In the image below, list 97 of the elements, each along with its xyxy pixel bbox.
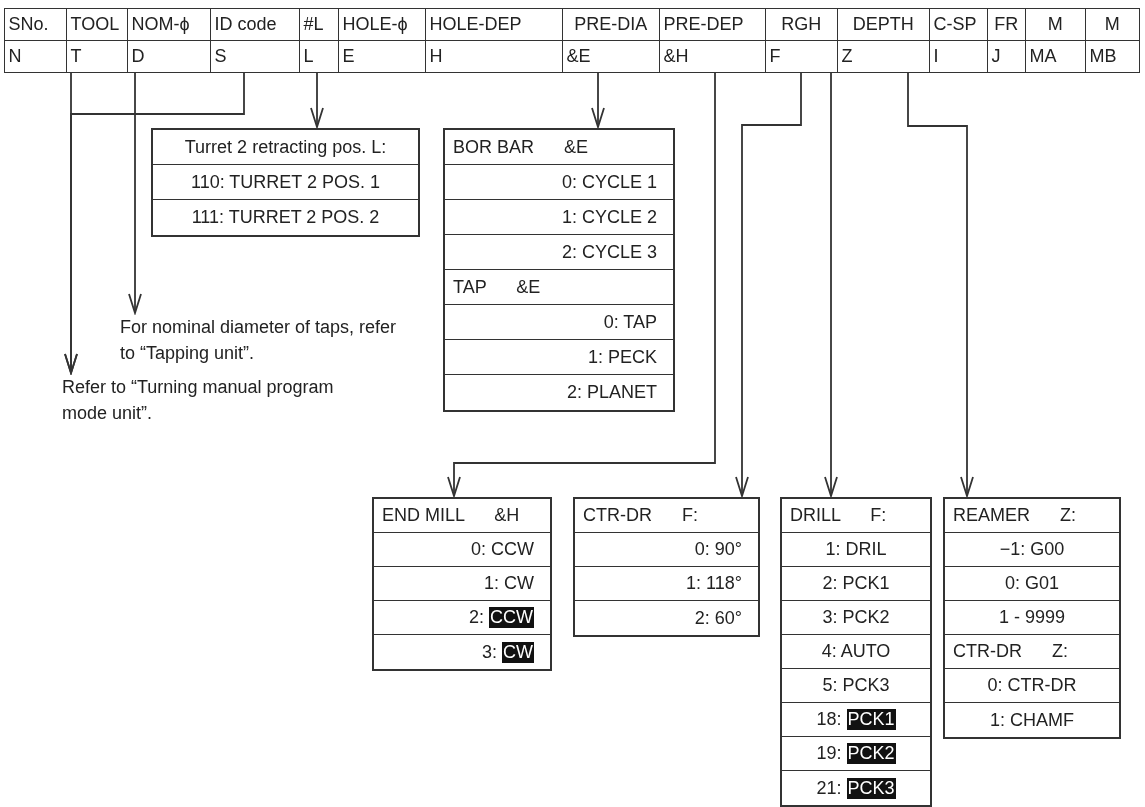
- option-table: [943, 497, 1121, 739]
- address-code: N: [7, 44, 23, 68]
- address-code: MB: [1088, 44, 1118, 68]
- option-table: [780, 497, 932, 807]
- option-row-text: 21: PCK3: [815, 776, 897, 801]
- header-column: [126, 8, 211, 73]
- column-heading: RGH: [765, 9, 837, 41]
- header-column: [209, 8, 300, 73]
- option-row-text: 1: CHAMF: [989, 708, 1075, 732]
- option-row-text: 2: PLANET: [565, 381, 658, 404]
- option-row: 0: CYCLE 1: [445, 165, 673, 200]
- address-code: F: [768, 44, 782, 68]
- column-heading: M: [1085, 9, 1139, 41]
- column-heading: HOLE-ϕ: [338, 9, 425, 41]
- column-heading: DEPTH: [837, 9, 929, 41]
- arrow: [310, 72, 324, 128]
- address-code: S: [213, 44, 228, 68]
- table-heading: END MILL &H: [374, 499, 550, 533]
- header-column: [3, 8, 67, 73]
- note-text: For nominal diameter of taps, refer to “Tapping unit”.: [120, 314, 410, 366]
- column-heading: ID code: [210, 9, 299, 41]
- header-column: [764, 8, 838, 73]
- header-column: [1084, 8, 1140, 73]
- column-heading: TOOL: [66, 9, 127, 41]
- address-code: T: [69, 44, 83, 68]
- option-row: 1: 118°: [575, 567, 758, 601]
- address-code: H: [428, 44, 444, 68]
- option-row: 1 - 9999: [945, 601, 1119, 635]
- column-heading: #L: [299, 9, 338, 41]
- table-heading: CTR-DR F:: [575, 499, 758, 533]
- option-table: [443, 128, 675, 412]
- address-code: I: [932, 44, 940, 68]
- option-row: 5: PCK3: [782, 669, 930, 703]
- address-code: Z: [840, 44, 854, 68]
- option-row-text: 3: CW: [481, 640, 535, 665]
- header-column: [658, 8, 766, 73]
- column-heading: HOLE-DEP: [425, 9, 562, 41]
- header-column: [65, 8, 128, 73]
- option-table: [151, 128, 420, 237]
- arrow: [64, 72, 245, 374]
- table-heading: TAP &E: [445, 270, 673, 305]
- option-row-text: 2: 60°: [693, 606, 743, 630]
- header-column: [1024, 8, 1086, 73]
- option-table: [372, 497, 552, 671]
- column-heading: C-SP: [929, 9, 987, 41]
- option-row: Turret 2 retracting pos. L:: [153, 130, 418, 165]
- header-column: [836, 8, 930, 73]
- option-row: 2: CCW: [374, 601, 550, 635]
- address-code: E: [341, 44, 356, 68]
- option-row: 110: TURRET 2 POS. 1: [153, 165, 418, 200]
- header-column: [424, 8, 563, 73]
- table-heading: REAMER Z:: [945, 499, 1119, 533]
- option-row: 1: CYCLE 2: [445, 200, 673, 235]
- header-column: [928, 8, 988, 73]
- note-text: Refer to “Turning manual program mode unit”.: [62, 374, 382, 426]
- option-row: 0: 90°: [575, 533, 758, 567]
- arrow: [128, 72, 142, 314]
- option-row: 19: PCK2: [782, 737, 930, 771]
- option-row: 4: AUTO: [782, 635, 930, 669]
- option-row: 0: CCW: [374, 533, 550, 567]
- option-row: 3: PCK2: [782, 601, 930, 635]
- header-column: [298, 8, 339, 73]
- address-code: MA: [1028, 44, 1058, 68]
- option-row: 0: TAP: [445, 305, 673, 340]
- table-heading: BOR BAR &E: [445, 130, 673, 165]
- address-code: &H: [662, 44, 690, 68]
- address-code: D: [130, 44, 146, 68]
- column-heading: PRE-DIA: [562, 9, 659, 41]
- option-row: 0: CTR-DR: [945, 669, 1119, 703]
- option-row: 1: PECK: [445, 340, 673, 375]
- column-heading: M: [1025, 9, 1085, 41]
- address-code: J: [990, 44, 1002, 68]
- arrow: [824, 72, 838, 497]
- option-row: 1: CW: [374, 567, 550, 601]
- option-row: 1: DRIL: [782, 533, 930, 567]
- option-row: −1: G00: [945, 533, 1119, 567]
- column-heading: SNo.: [4, 9, 66, 41]
- header-column: [561, 8, 660, 73]
- column-heading: FR: [987, 9, 1025, 41]
- arrow: [907, 72, 974, 497]
- arrow: [591, 72, 605, 128]
- option-table: [573, 497, 760, 637]
- table-heading: CTR-DR Z:: [945, 635, 1119, 669]
- table-heading: DRILL F:: [782, 499, 930, 533]
- column-heading: NOM-ϕ: [127, 9, 210, 41]
- option-row: 2: PCK1: [782, 567, 930, 601]
- option-row-text: 111: TURRET 2 POS. 2: [190, 206, 381, 229]
- option-row: 18: PCK1: [782, 703, 930, 737]
- address-code: L: [302, 44, 315, 68]
- address-code: &E: [565, 44, 592, 68]
- column-heading: PRE-DEP: [659, 9, 765, 41]
- option-row: 2: CYCLE 3: [445, 235, 673, 270]
- header-column: [986, 8, 1026, 73]
- header-column: [337, 8, 426, 73]
- arrow: [447, 72, 716, 497]
- arrow: [735, 72, 802, 497]
- option-row: 0: G01: [945, 567, 1119, 601]
